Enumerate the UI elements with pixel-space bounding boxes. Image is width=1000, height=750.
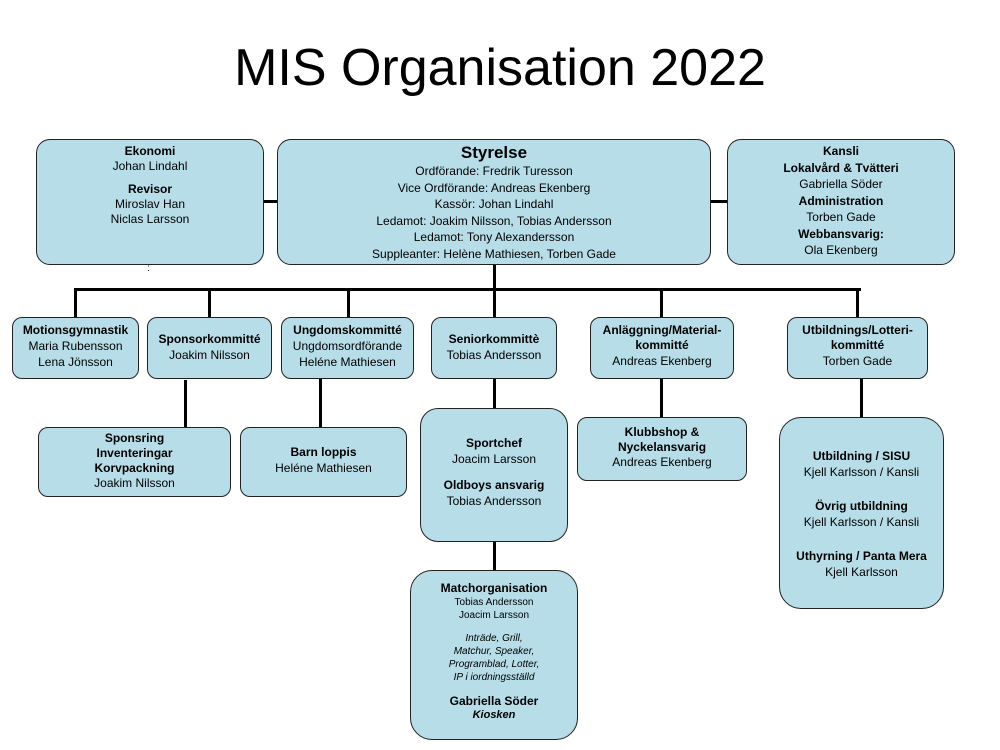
oldboys-heading: Oldboys ansvarig xyxy=(443,478,545,492)
connector-to-motion xyxy=(74,288,77,317)
styrelse-box: Styrelse Ordförande: Fredrik Turesson Vi… xyxy=(277,139,711,265)
connector-ungdom-barnloppis xyxy=(319,378,322,427)
sponsring-heading-2: Inventeringar xyxy=(96,446,173,460)
sportchef-person: Joacim Larsson xyxy=(451,452,537,466)
kiosken-label: Kiosken xyxy=(472,709,516,721)
motion-box: Motionsgymnastik Maria Rubensson Lena Jö… xyxy=(12,317,139,379)
uthyrning-person: Kjell Karlsson xyxy=(825,565,898,579)
anlaggning-heading-1: Anläggning/Material- xyxy=(602,323,722,337)
ungdom-heading: Ungdomskommitté xyxy=(293,323,402,337)
sponsring-heading-1: Sponsring xyxy=(104,431,165,445)
ekonomi-box: Ekonomi Johan Lindahl Revisor Miroslav H… xyxy=(36,139,264,265)
connector-sportchef-match xyxy=(493,542,496,570)
barnloppis-heading: Barn loppis xyxy=(290,445,357,459)
senior-box: Seniorkommittè Tobias Andersson xyxy=(431,317,557,379)
barnloppis-box: Barn loppis Heléne Mathiesen xyxy=(240,427,407,497)
utbildning-sisu-box: Utbildning / SISU Kjell Karlsson / Kansl… xyxy=(779,417,944,609)
connector-to-utbildning xyxy=(856,288,859,317)
styrelse-line: Ordförande: Fredrik Turesson xyxy=(415,164,573,178)
connector-styrelse-down xyxy=(493,265,496,290)
sponsring-person-1: Joakim Nilsson xyxy=(94,476,175,490)
motion-person-1: Maria Rubensson xyxy=(28,339,123,353)
revisor-person-1: Miroslav Han xyxy=(114,197,186,211)
connector-senior-sportchef xyxy=(493,378,496,408)
klubbshop-heading-1: Klubbshop & xyxy=(624,425,700,439)
connector-horizontal-bar xyxy=(74,288,861,291)
utbildning-heading-1: Utbildnings/Lotteri- xyxy=(802,323,913,337)
connector-to-sponsor xyxy=(208,288,211,317)
senior-heading: Seniorkommittè xyxy=(448,332,540,346)
motion-person-2: Lena Jönsson xyxy=(38,355,113,369)
senior-person-1: Tobias Andersson xyxy=(446,348,542,362)
sponsor-person-1: Joakim Nilsson xyxy=(169,348,250,362)
kansli-box: Kansli Lokalvård & Tvätteri Gabriella Sö… xyxy=(727,139,955,265)
oldboys-person: Tobias Andersson xyxy=(446,494,542,508)
ekonomi-person: Johan Lindahl xyxy=(112,159,188,173)
connector-anlaggning-klubbshop xyxy=(660,378,663,418)
connector-ekonomi-styrelse xyxy=(263,200,278,203)
barnloppis-person-1: Heléne Mathiesen xyxy=(275,461,372,475)
connector-to-anlaggning xyxy=(660,288,663,317)
styrelse-line: Ledamot: Tony Alexandersson xyxy=(413,230,575,244)
connector-sponsor-sponsring xyxy=(184,380,187,427)
page-title: MIS Organisation 2022 xyxy=(234,39,766,97)
sisu-person: Kjell Karlsson / Kansli xyxy=(803,465,920,479)
ovrig-utbildning-heading: Övrig utbildning xyxy=(815,499,908,513)
kansli-person-3: Ola Ekenberg xyxy=(804,243,878,257)
ekonomi-mark: : xyxy=(147,263,150,274)
utbildning-box: Utbildnings/Lotteri- kommitté Torben Gad… xyxy=(787,317,928,379)
ovrig-utbildning-person: Kjell Karlsson / Kansli xyxy=(803,515,920,529)
kansli-sub-lokalvard: Lokalvård & Tvätteri xyxy=(783,160,899,175)
anlaggning-heading-2: kommitté xyxy=(635,338,689,352)
klubbshop-person-1: Andreas Ekenberg xyxy=(612,455,712,469)
connector-styrelse-kansli xyxy=(710,200,728,203)
styrelse-line: Vice Ordförande: Andreas Ekenberg xyxy=(397,180,591,195)
connector-to-senior xyxy=(493,288,496,317)
revisor-heading: Revisor xyxy=(127,182,173,196)
ekonomi-heading: Ekonomi xyxy=(124,144,176,158)
sponsor-box: Sponsorkommitté Joakim Nilsson xyxy=(147,317,272,379)
connector-utbildning-sisu xyxy=(860,378,863,418)
match-task-line: IP i iordningsställd xyxy=(453,672,535,683)
match-heading: Matchorganisation xyxy=(440,581,548,595)
kansli-person-1: Gabriella Söder xyxy=(799,177,883,191)
styrelse-line: Suppleanter: Helène Mathiesen, Torben Ga… xyxy=(372,246,616,261)
kansli-heading: Kansli xyxy=(822,144,859,158)
utbildning-person-1: Torben Gade xyxy=(822,354,893,368)
match-task-line: Programblad, Lotter, xyxy=(448,659,540,670)
styrelse-heading: Styrelse xyxy=(460,143,528,162)
styrelse-line: Ledamot: Joakim Nilsson, Tobias Andersso… xyxy=(376,213,612,228)
sisu-heading: Utbildning / SISU xyxy=(812,449,911,463)
styrelse-line: Kassör: Johan Lindahl xyxy=(434,197,554,211)
anlaggning-box: Anläggning/Material- kommitté Andreas Ek… xyxy=(590,317,734,379)
matchorganisation-box: Matchorganisation Tobias Andersson Joaci… xyxy=(410,570,578,740)
connector-to-ungdom xyxy=(347,288,350,317)
anlaggning-person-1: Andreas Ekenberg xyxy=(612,354,712,368)
sportchef-box: Sportchef Joacim Larsson Oldboys ansvari… xyxy=(420,408,568,542)
sponsor-heading: Sponsorkommitté xyxy=(158,332,261,346)
motion-heading: Motionsgymnastik xyxy=(22,323,129,337)
kansli-person-2: Torben Gade xyxy=(806,210,876,224)
ungdom-box: Ungdomskommitté Ungdomsordförande Heléne… xyxy=(281,317,414,379)
match-person-2: Joacim Larsson xyxy=(458,610,530,621)
utbildning-heading-2: kommitté xyxy=(830,338,885,352)
sponsring-heading-3: Korvpackning xyxy=(94,461,175,475)
klubbshop-heading-2: Nyckelansvarig xyxy=(617,440,707,454)
revisor-person-2: Niclas Larsson xyxy=(110,212,190,226)
match-person-1: Tobias Andersson xyxy=(454,597,534,608)
gabriella-heading: Gabriella Söder xyxy=(449,694,539,708)
match-task-line: Inträde, Grill, xyxy=(465,633,523,644)
ungdom-person-2: Heléne Mathiesen xyxy=(299,355,396,369)
kansli-sub-webbansvarig: Webbansvarig: xyxy=(798,226,884,241)
match-task-line: Matchur, Speaker, xyxy=(453,646,535,657)
ungdom-person-1: Ungdomsordförande xyxy=(292,339,403,353)
sportchef-heading: Sportchef xyxy=(465,436,522,450)
uthyrning-heading: Uthyrning / Panta Mera xyxy=(796,549,927,563)
kansli-sub-administration: Administration xyxy=(798,193,884,208)
klubbshop-box: Klubbshop & Nyckelansvarig Andreas Ekenb… xyxy=(577,417,747,481)
sponsring-box: Sponsring Inventeringar Korvpackning Joa… xyxy=(38,427,231,497)
